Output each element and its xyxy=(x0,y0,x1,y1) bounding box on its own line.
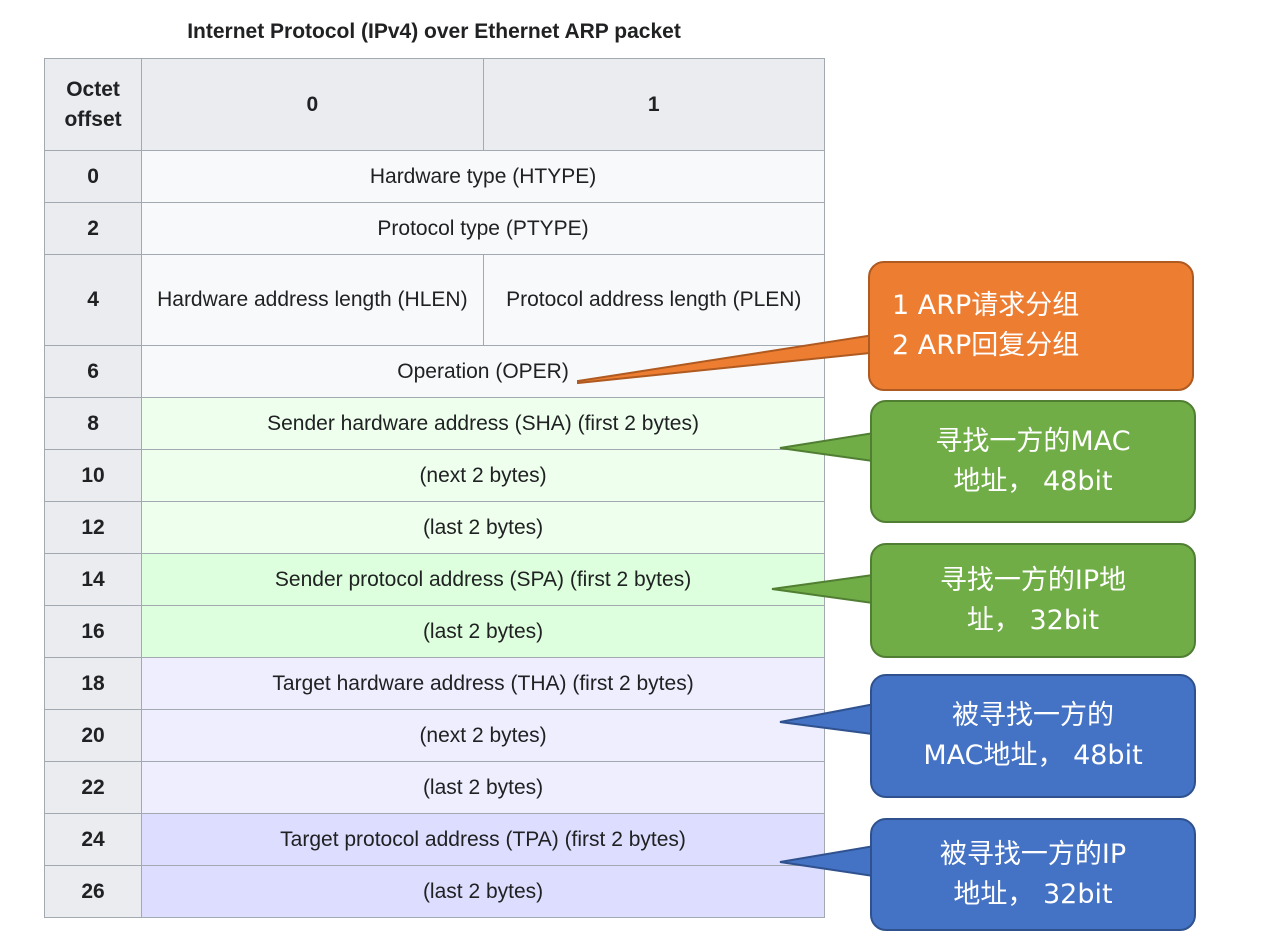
row-offset: 16 xyxy=(43,605,143,658)
field-spa-last: (last 2 bytes) xyxy=(141,605,825,658)
callout-oper: 1 ARP请求分组 2 ARP回复分组 xyxy=(868,261,1194,391)
callout-tha: 被寻找一方的 MAC地址， 48bit xyxy=(870,674,1196,798)
row-offset: 4 xyxy=(43,254,143,346)
field-hlen: Hardware address length (HLEN) xyxy=(141,254,484,346)
row-offset: 14 xyxy=(43,553,143,606)
field-spa-first: Sender protocol address (SPA) (first 2 b… xyxy=(141,553,825,606)
field-sha-first: Sender hardware address (SHA) (first 2 b… xyxy=(141,397,825,450)
arp-packet-table: Octet offset 0 1 0 Hardware type (HTYPE)… xyxy=(43,58,826,918)
row-offset: 26 xyxy=(43,865,143,918)
callout-spa: 寻找一方的IP地 址， 32bit xyxy=(870,543,1196,658)
field-oper: Operation (OPER) xyxy=(141,345,825,398)
table-row: 14 Sender protocol address (SPA) (first … xyxy=(43,553,825,606)
field-tha-last: (last 2 bytes) xyxy=(141,761,825,814)
row-offset: 0 xyxy=(43,150,143,203)
field-plen: Protocol address length (PLEN) xyxy=(482,254,826,346)
field-tha-next: (next 2 bytes) xyxy=(141,709,825,762)
byte-0-header: 0 xyxy=(141,58,484,151)
row-offset: 18 xyxy=(43,657,143,710)
octet-offset-header: Octet offset xyxy=(43,58,143,151)
row-offset: 2 xyxy=(43,202,143,255)
row-offset: 8 xyxy=(43,397,143,450)
row-offset: 6 xyxy=(43,345,143,398)
field-htype: Hardware type (HTYPE) xyxy=(141,150,825,203)
field-tha-first: Target hardware address (THA) (first 2 b… xyxy=(141,657,825,710)
table-row: 26 (last 2 bytes) xyxy=(43,865,825,918)
row-offset: 20 xyxy=(43,709,143,762)
table-row: 12 (last 2 bytes) xyxy=(43,501,825,554)
row-offset: 24 xyxy=(43,813,143,866)
table-row: 16 (last 2 bytes) xyxy=(43,605,825,658)
table-row: 0 Hardware type (HTYPE) xyxy=(43,150,825,203)
field-sha-last: (last 2 bytes) xyxy=(141,501,825,554)
field-tpa-last: (last 2 bytes) xyxy=(141,865,825,918)
table-row: 4 Hardware address length (HLEN) Protoco… xyxy=(43,254,826,346)
field-tpa-first: Target protocol address (TPA) (first 2 b… xyxy=(141,813,825,866)
table-row: 8 Sender hardware address (SHA) (first 2… xyxy=(43,397,825,450)
table-header-row: Octet offset 0 1 xyxy=(43,58,826,151)
table-caption: Internet Protocol (IPv4) over Ethernet A… xyxy=(187,20,681,43)
callout-tpa: 被寻找一方的IP 地址， 32bit xyxy=(870,818,1196,931)
byte-1-header: 1 xyxy=(482,58,826,151)
field-sha-next: (next 2 bytes) xyxy=(141,449,825,502)
table-row: 2 Protocol type (PTYPE) xyxy=(43,202,825,255)
field-ptype: Protocol type (PTYPE) xyxy=(141,202,825,255)
table-row: 10 (next 2 bytes) xyxy=(43,449,825,502)
row-offset: 10 xyxy=(43,449,143,502)
row-offset: 12 xyxy=(43,501,143,554)
row-offset: 22 xyxy=(43,761,143,814)
callout-sha: 寻找一方的MAC 地址， 48bit xyxy=(870,400,1196,523)
table-row: 6 Operation (OPER) xyxy=(43,345,825,398)
table-row: 24 Target protocol address (TPA) (first … xyxy=(43,813,825,866)
table-row: 20 (next 2 bytes) xyxy=(43,709,825,762)
table-row: 18 Target hardware address (THA) (first … xyxy=(43,657,825,710)
table-row: 22 (last 2 bytes) xyxy=(43,761,825,814)
